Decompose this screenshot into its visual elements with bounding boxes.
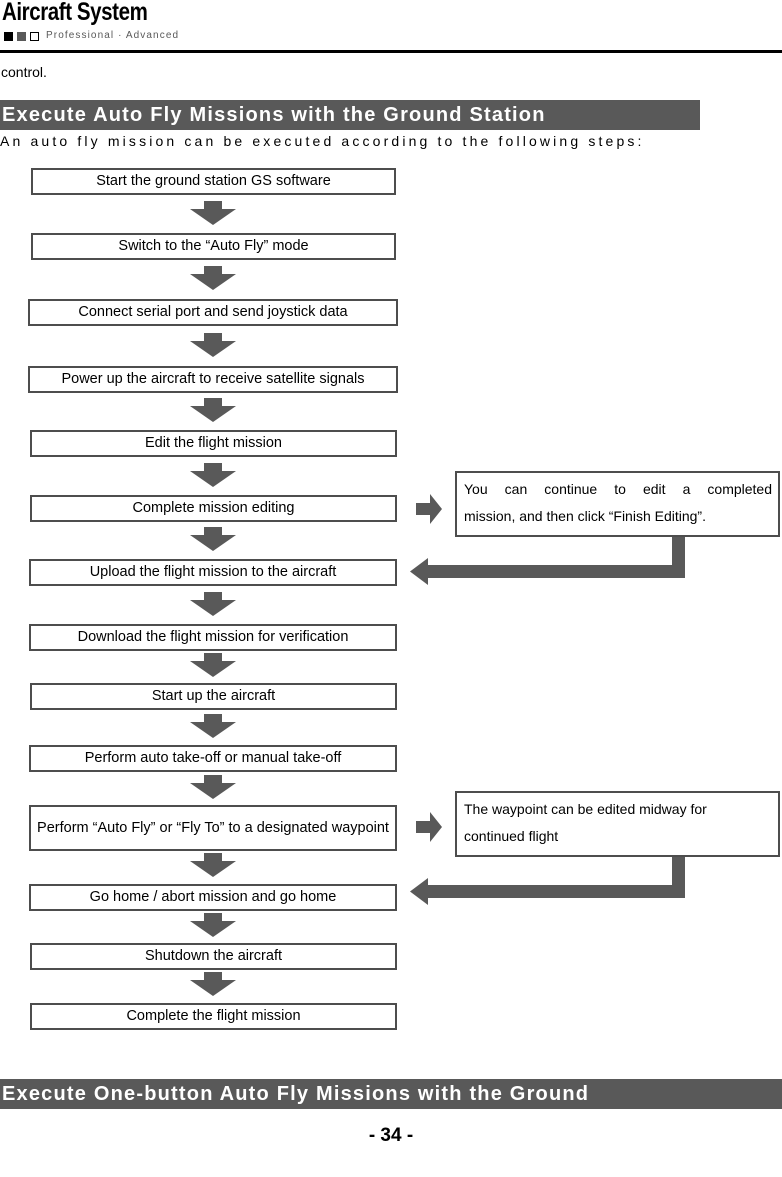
gray-square-icon: [17, 32, 26, 41]
flow-step-box: Upload the flight mission to the aircraf…: [29, 559, 397, 586]
outlined-square-icon: [30, 32, 39, 41]
flow-step-box: Perform “Auto Fly” or “Fly To” to a desi…: [29, 805, 397, 851]
page-number: - 34 -: [368, 1125, 414, 1146]
flow-step-box: Complete mission editing: [30, 495, 397, 522]
arrow-down-icon: [190, 201, 236, 225]
arrow-down-icon: [190, 266, 236, 290]
black-square-icon: [4, 32, 13, 41]
flow-step-box: Start the ground station GS software: [31, 168, 396, 195]
return-arrow-icon: [410, 857, 690, 905]
logo-subtitle: Professional · Advanced: [46, 30, 180, 41]
note-line: You can continue to edit a completed: [464, 481, 772, 497]
note-callout-box: The waypoint can be edited midway for co…: [455, 791, 780, 857]
arrow-down-icon: [190, 398, 236, 422]
note-callout-box: You can continue to edit a completed mis…: [455, 471, 780, 537]
arrow-down-icon: [190, 527, 236, 551]
return-arrow-icon: [410, 537, 690, 585]
flow-step-box: Connect serial port and send joystick da…: [28, 299, 398, 326]
flow-step-box: Power up the aircraft to receive satelli…: [28, 366, 398, 393]
flow-step-box: Download the flight mission for verifica…: [29, 624, 397, 651]
flow-step-box: Switch to the “Auto Fly” mode: [31, 233, 396, 260]
header-divider: [0, 50, 782, 53]
arrow-down-icon: [190, 913, 236, 937]
intro-paragraph: control.: [1, 64, 47, 80]
section-heading-one-button-auto-fly: Execute One-button Auto Fly Missions wit…: [0, 1079, 782, 1109]
note-line: continued flight: [464, 828, 559, 844]
flow-step-box: Shutdown the aircraft: [30, 943, 397, 970]
flow-step-box: Edit the flight mission: [30, 430, 397, 457]
arrow-down-icon: [190, 653, 236, 677]
steps-intro-text: An auto fly mission can be executed acco…: [0, 133, 645, 149]
arrow-down-icon: [190, 972, 236, 996]
note-line: The waypoint can be edited midway for: [464, 801, 707, 817]
arrow-down-icon: [190, 463, 236, 487]
flow-step-box: Perform auto take-off or manual take-off: [29, 745, 397, 772]
arrow-down-icon: [190, 714, 236, 738]
arrow-right-icon: [416, 494, 442, 524]
arrow-down-icon: [190, 592, 236, 616]
flowchart: Start the ground station GS software Swi…: [28, 168, 780, 1030]
logo-marks: [4, 32, 39, 41]
flow-step-box: Go home / abort mission and go home: [29, 884, 397, 911]
arrow-right-icon: [416, 812, 442, 842]
arrow-down-icon: [190, 333, 236, 357]
flow-step-box: Complete the flight mission: [30, 1003, 397, 1030]
logo-title: Aircraft System: [2, 0, 148, 26]
note-line: mission, and then click “Finish Editing”…: [464, 508, 706, 524]
flow-step-box: Start up the aircraft: [30, 683, 397, 710]
arrow-down-icon: [190, 853, 236, 877]
arrow-down-icon: [190, 775, 236, 799]
section-heading-auto-fly: Execute Auto Fly Missions with the Groun…: [0, 100, 700, 130]
document-header: Aircraft System Professional · Advanced: [0, 0, 782, 54]
